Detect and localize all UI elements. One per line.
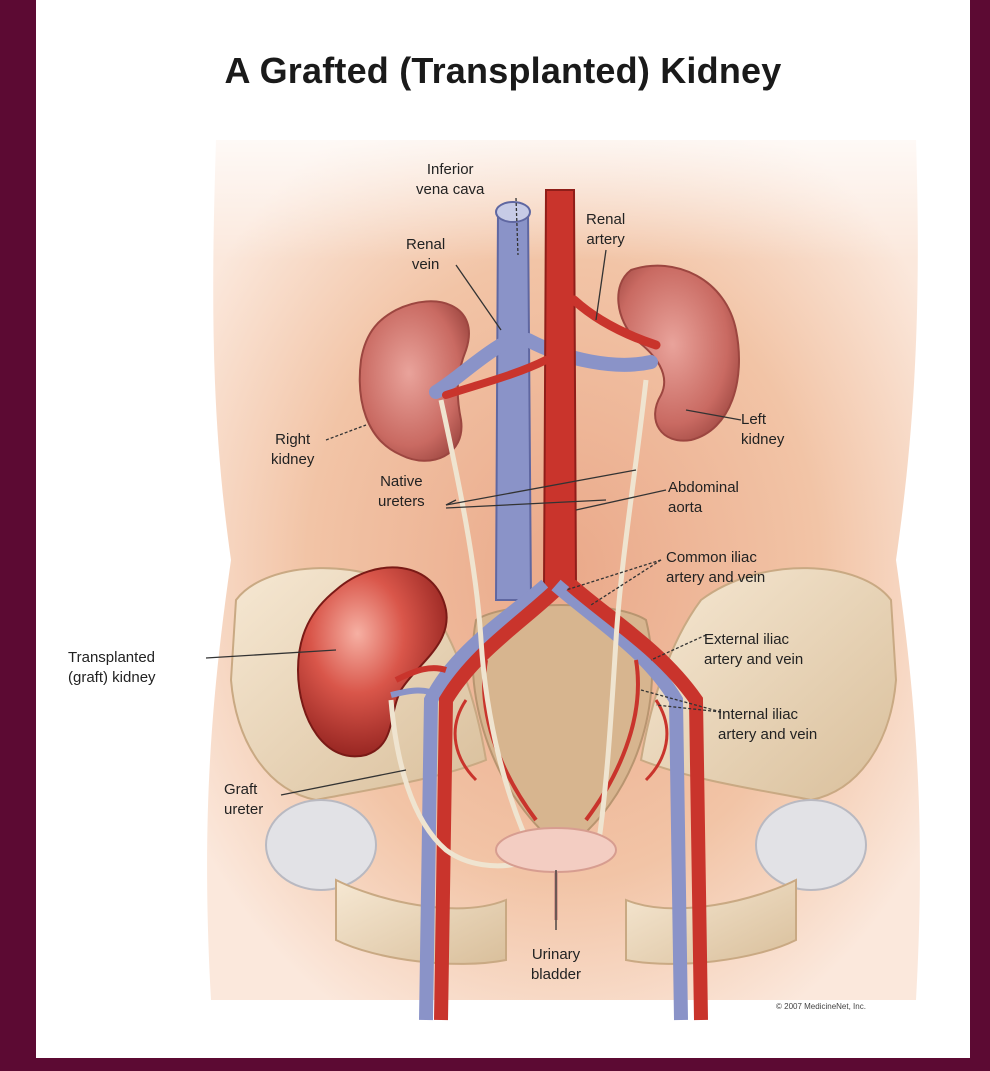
label-graft-ureter: Graft ureter bbox=[224, 780, 263, 820]
diagram-title: A Grafted (Transplanted) Kidney bbox=[36, 50, 970, 92]
label-external-iliac: External iliac artery and vein bbox=[704, 630, 803, 670]
bladder-shape bbox=[496, 828, 616, 872]
label-urinary-bladder: Urinary bladder bbox=[506, 945, 606, 985]
label-line: External iliac bbox=[704, 630, 803, 650]
label-line: (graft) kidney bbox=[68, 668, 156, 688]
label-line: artery and vein bbox=[718, 725, 817, 745]
label-renal-vein: Renal vein bbox=[406, 235, 445, 275]
label-line: vena cava bbox=[416, 180, 484, 200]
label-line: Renal bbox=[586, 210, 625, 230]
label-line: ureters bbox=[378, 492, 425, 512]
label-renal-artery: Renal artery bbox=[586, 210, 625, 250]
label-native-ureters: Native ureters bbox=[378, 472, 425, 512]
anatomy-illustration bbox=[36, 0, 970, 1058]
label-line: bladder bbox=[506, 965, 606, 985]
label-inferior-vena-cava: Inferior vena cava bbox=[416, 160, 484, 200]
label-line: kidney bbox=[741, 430, 784, 450]
label-transplanted-kidney: Transplanted (graft) kidney bbox=[68, 648, 156, 688]
label-abdominal-aorta: Abdominal aorta bbox=[668, 478, 739, 518]
copyright-notice: © 2007 MedicineNet, Inc. bbox=[776, 1002, 866, 1011]
diagram-frame: A Grafted (Transplanted) Kidney Inferior… bbox=[36, 0, 970, 1058]
label-line: artery bbox=[586, 230, 625, 250]
label-line: Common iliac bbox=[666, 548, 765, 568]
label-common-iliac: Common iliac artery and vein bbox=[666, 548, 765, 588]
label-line: kidney bbox=[271, 450, 314, 470]
label-line: artery and vein bbox=[666, 568, 765, 588]
label-line: Internal iliac bbox=[718, 705, 817, 725]
label-line: ureter bbox=[224, 800, 263, 820]
label-line: Urinary bbox=[506, 945, 606, 965]
label-line: aorta bbox=[668, 498, 739, 518]
label-line: Abdominal bbox=[668, 478, 739, 498]
label-line: Renal bbox=[406, 235, 445, 255]
label-left-kidney: Left kidney bbox=[741, 410, 784, 450]
label-line: artery and vein bbox=[704, 650, 803, 670]
label-right-kidney: Right kidney bbox=[271, 430, 314, 470]
label-line: Native bbox=[378, 472, 425, 492]
label-line: Transplanted bbox=[68, 648, 156, 668]
label-internal-iliac: Internal iliac artery and vein bbox=[718, 705, 817, 745]
label-line: vein bbox=[406, 255, 445, 275]
label-line: Right bbox=[271, 430, 314, 450]
label-line: Left bbox=[741, 410, 784, 430]
label-line: Inferior bbox=[416, 160, 484, 180]
label-line: Graft bbox=[224, 780, 263, 800]
